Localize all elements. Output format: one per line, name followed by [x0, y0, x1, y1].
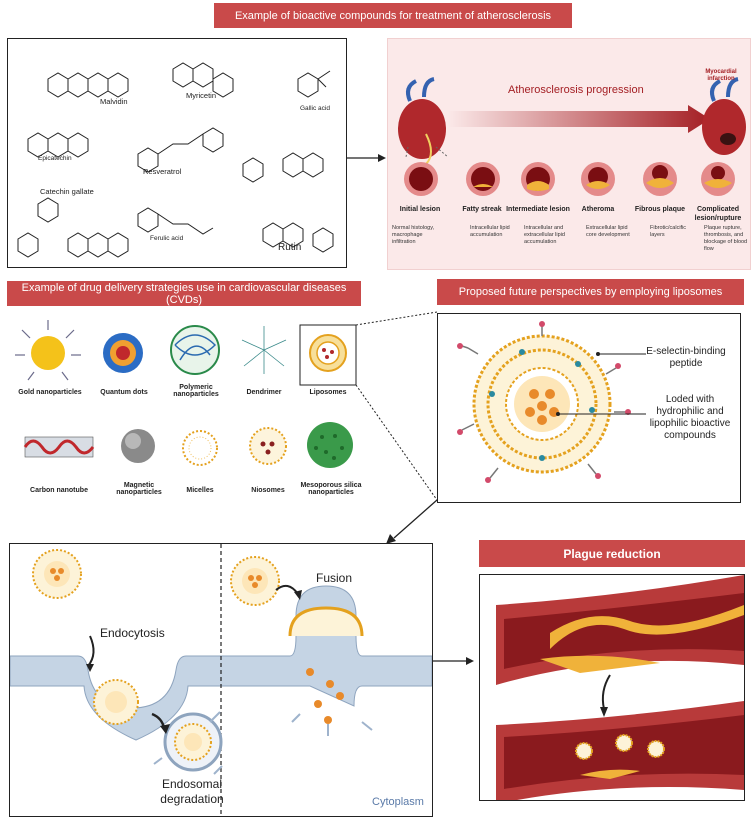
loaded-label: Loded with hydrophilic and lipophilic bi… — [649, 394, 731, 441]
vessel-graphics — [496, 575, 744, 800]
label-magnetic-nanoparticles: Magnetic nanoparticles — [116, 482, 162, 496]
bioactive-banner: Example of bioactive compounds for treat… — [214, 3, 572, 28]
label-niosomes: Niosomes — [251, 487, 285, 494]
targeted-liposome-graphic — [457, 321, 646, 483]
stage-title-1: Initial lesion — [399, 206, 441, 213]
label-quantum-dots: Quantum dots — [100, 389, 148, 396]
dendrimer-icon — [241, 326, 287, 374]
mesoporous-silica-icon — [307, 422, 353, 468]
liposome-icon — [309, 334, 347, 372]
future-liposome-panel: E-selectin-binding peptide Loded with hy… — [437, 313, 741, 503]
stage-desc-3: Intracellular and extracellular lipid ac… — [524, 225, 565, 245]
micelle-icon — [182, 430, 218, 466]
stage-title-2: Fatty streak — [462, 206, 502, 213]
compound-rutin: Rutin — [278, 242, 302, 253]
plaque-panel — [479, 574, 745, 801]
mi-label: Myocardial infarction — [705, 69, 737, 82]
compounds-panel: Malvidin Myricetin Gallic acid Epicatech… — [7, 38, 347, 268]
magnetic-nanoparticle-icon — [121, 429, 155, 463]
polymeric-nanoparticle-icon — [170, 325, 220, 375]
compound-resveratrol: Resveratrol — [143, 167, 182, 176]
compound-epicatechin: Epicatechin — [38, 155, 72, 162]
stage-desc-5: Fibrotic/calcific layers — [650, 225, 687, 238]
drug-delivery-banner: Example of drug delivery strategies use … — [7, 281, 361, 306]
quantum-dot-icon — [103, 333, 143, 373]
infarct-heart-icon — [702, 99, 746, 155]
compound-malvidin: Malvidin — [100, 97, 128, 106]
endocytosis-label: Endocytosis — [100, 626, 165, 640]
label-micelles: Micelles — [186, 487, 214, 494]
label-liposomes: Liposomes — [309, 389, 347, 396]
progression-title: Atherosclerosis progression — [508, 84, 644, 96]
endosomal-label: Endosomal degradation — [160, 777, 224, 806]
progression-graphics — [398, 77, 746, 196]
compound-myricetin: Myricetin — [186, 91, 217, 100]
niosome-icon — [249, 427, 287, 465]
heart-icon — [398, 99, 446, 159]
future-banner: Proposed future perspectives by employin… — [437, 279, 744, 305]
label-polymeric-nanoparticles: Polymeric nanoparticles — [173, 384, 219, 398]
compound-catechin-gallate: Catechin gallate — [40, 187, 94, 196]
fusion-label: Fusion — [316, 571, 353, 585]
compound-gallic-acid: Gallic acid — [300, 105, 330, 112]
stage-desc-6: Plaque rupture, thrombosis, and blockage… — [704, 225, 748, 252]
stage-title-3: Intermediate lesion — [506, 206, 570, 213]
progression-panel: Atherosclerosis progression Myocardial i… — [387, 38, 751, 270]
gold-nanoparticle-icon — [15, 320, 81, 381]
peptide-label: E-selectin-binding peptide — [646, 346, 726, 369]
label-dendrimer: Dendrimer — [246, 389, 282, 396]
carbon-nanotube-icon — [23, 436, 95, 458]
stage-desc-4: Extracellular lipid core development — [586, 225, 630, 238]
stage-circles — [404, 162, 735, 196]
compound-ferulic-acid: Ferulic acid — [150, 235, 184, 242]
compound-structures — [17, 62, 334, 258]
label-mesoporous-silica: Mesoporous silica nanoparticles — [300, 482, 362, 496]
stage-title-5: Fibrous plaque — [634, 206, 686, 213]
stage-desc-2: Intracellular lipid accumulation — [470, 225, 510, 238]
label-gold-nanoparticles: Gold nanoparticles — [18, 389, 82, 396]
cytoplasm-label: Cytoplasm — [372, 796, 424, 808]
label-carbon-nanotube: Carbon nanotube — [30, 487, 88, 494]
stage-desc-1: Normal histology, macrophage infiltratio… — [392, 225, 435, 245]
uptake-graphics — [10, 544, 432, 816]
stage-title-6: Complicated lesion/rupture — [694, 206, 742, 222]
uptake-panel: Endocytosis Fusion Endosomal degradation… — [9, 543, 433, 817]
stage-title-4: Atheroma — [581, 206, 615, 213]
plaque-banner: Plague reduction — [479, 540, 745, 567]
